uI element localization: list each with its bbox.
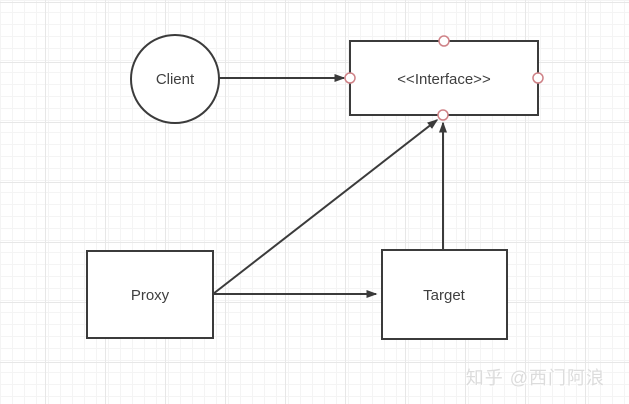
proxy-rect[interactable] xyxy=(86,250,214,339)
connection-handle-left[interactable] xyxy=(344,72,356,84)
node-client-label: Client xyxy=(156,71,195,88)
node-target-label: Target xyxy=(423,287,466,304)
connection-handle-bottom[interactable] xyxy=(437,109,449,121)
node-proxy-label: Proxy xyxy=(131,287,170,304)
target-rect[interactable] xyxy=(381,249,508,340)
node-target[interactable]: Target xyxy=(381,249,508,340)
watermark: 知乎 @西门阿浪 xyxy=(465,368,605,388)
connection-handle-right[interactable] xyxy=(532,72,544,84)
node-interface[interactable]: <<Interface>> xyxy=(344,35,544,121)
node-proxy[interactable]: Proxy xyxy=(86,250,214,339)
edge-proxy-to-interface[interactable] xyxy=(212,119,439,295)
connection-handle-top[interactable] xyxy=(438,35,450,47)
node-interface-label: <<Interface>> xyxy=(397,71,491,88)
node-client[interactable]: Client xyxy=(130,34,220,124)
client-circle[interactable] xyxy=(130,34,220,124)
